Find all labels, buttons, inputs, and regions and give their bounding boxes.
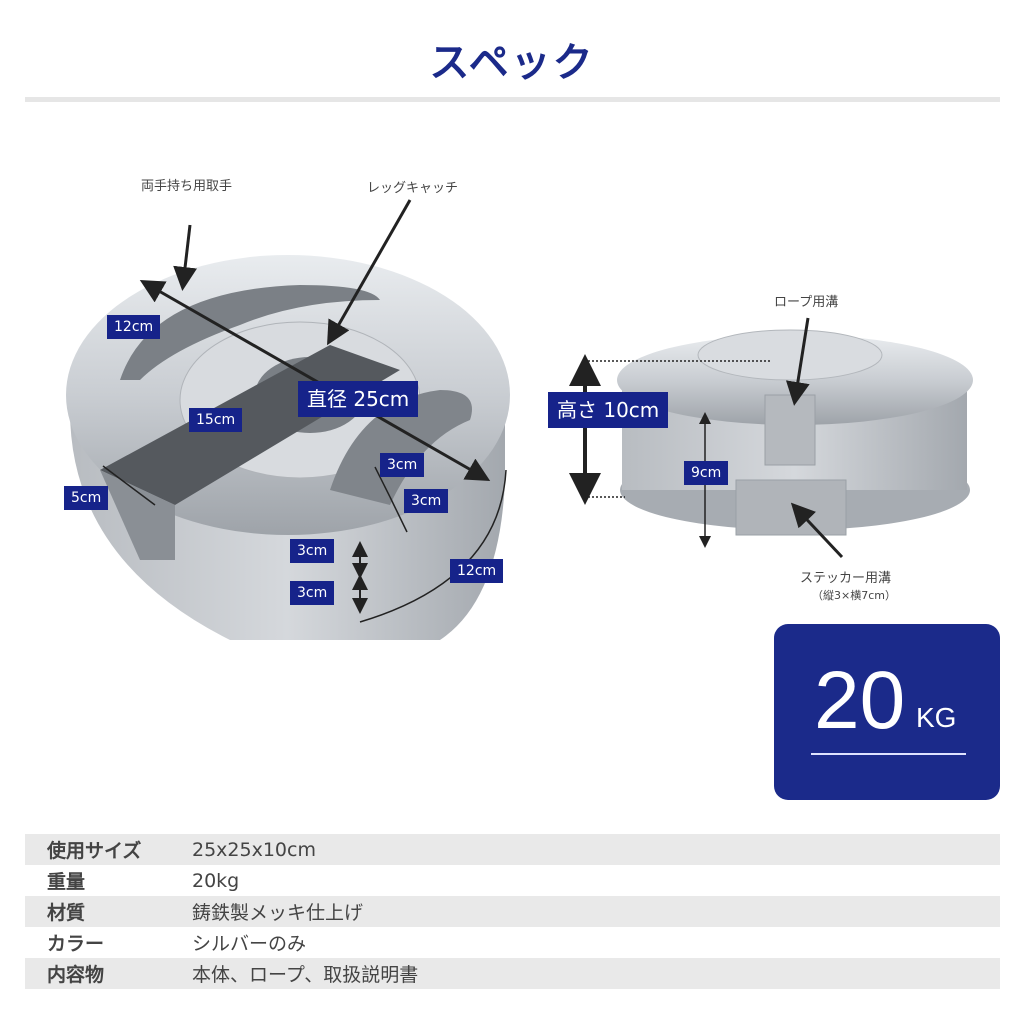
handle-callout: 両手持ち用取手 xyxy=(141,179,233,194)
height-label: 高さ 10cm xyxy=(548,392,669,428)
spec-table: 使用サイズ 25x25x10cm 重量 20kg 材質 鋳鉄製メッキ仕上げ カラ… xyxy=(25,834,1000,989)
slot-length-label: 15cm xyxy=(189,408,243,432)
title-divider xyxy=(25,97,1000,102)
weight-badge: 20 KG xyxy=(774,624,1000,800)
spec-row-contents: 内容物 本体、ロープ、取扱説明書 xyxy=(25,958,1000,989)
sticker-groove-callout: ステッカー用溝 xyxy=(800,571,892,586)
spec-value: 鋳鉄製メッキ仕上げ xyxy=(192,902,364,924)
sticker-size-note: （縦3×横7cm） xyxy=(812,589,896,602)
weight-illustration xyxy=(66,199,973,640)
spec-row-color: カラー シルバーのみ xyxy=(25,927,1000,958)
side-dim-1-label: 3cm xyxy=(290,539,335,563)
weight-underline xyxy=(811,753,966,755)
body-height-label: 9cm xyxy=(684,461,729,485)
side-dim-2-label: 3cm xyxy=(290,581,335,605)
spec-key: 重量 xyxy=(47,871,86,893)
spec-value: 本体、ロープ、取扱説明書 xyxy=(192,964,419,986)
spec-row-weight: 重量 20kg xyxy=(25,865,1000,896)
rope-groove-callout: ロープ用溝 xyxy=(774,295,839,310)
leg-catch-callout: レッグキャッチ xyxy=(367,181,459,196)
inner-dim-1-label: 3cm xyxy=(380,453,425,477)
side-arc-label: 12cm xyxy=(450,559,504,583)
spec-row-material: 材質 鋳鉄製メッキ仕上げ xyxy=(25,896,1000,927)
diameter-label: 直径 25cm xyxy=(298,381,419,417)
spec-value: 25x25x10cm xyxy=(192,838,316,861)
inner-dim-2-label: 3cm xyxy=(404,489,449,513)
spec-key: カラー xyxy=(47,933,105,955)
product-figure xyxy=(0,110,1024,820)
spec-key: 材質 xyxy=(47,902,86,924)
handle-length-label: 12cm xyxy=(107,315,161,339)
slot-width-label: 5cm xyxy=(64,486,109,510)
spec-key: 内容物 xyxy=(47,964,105,986)
spec-value: 20kg xyxy=(192,869,240,892)
spec-value: シルバーのみ xyxy=(192,933,307,955)
weight-value: 20 xyxy=(814,655,906,746)
page-title: スペック xyxy=(429,40,595,86)
spec-key: 使用サイズ xyxy=(47,840,142,862)
spec-row-size: 使用サイズ 25x25x10cm xyxy=(25,834,1000,865)
weight-unit: KG xyxy=(916,702,957,733)
